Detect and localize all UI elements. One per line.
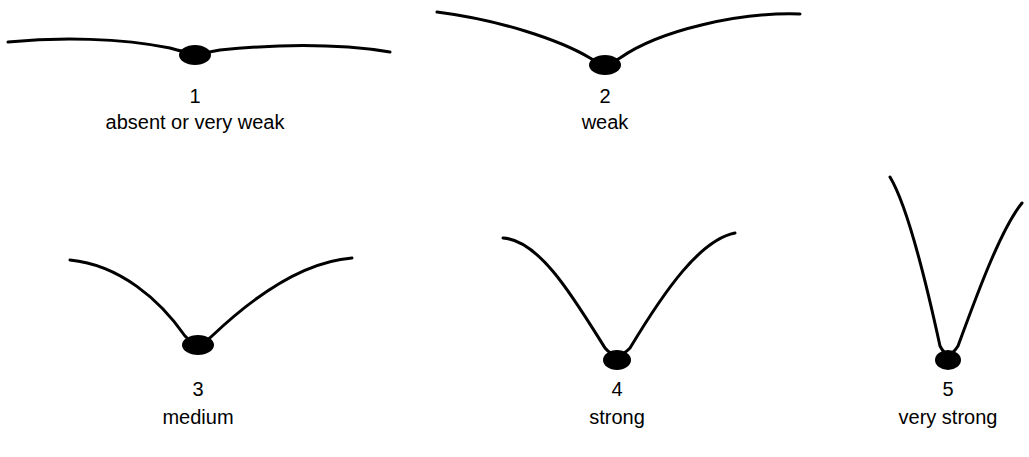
level-number: 3 bbox=[192, 377, 203, 401]
level-number: 4 bbox=[611, 377, 622, 401]
level-description: weak bbox=[582, 110, 629, 134]
curve-medium bbox=[70, 258, 352, 343]
curve-very-strong bbox=[890, 177, 1022, 354]
dot bbox=[179, 45, 211, 65]
level-number: 1 bbox=[189, 84, 200, 108]
level-description: medium bbox=[162, 405, 233, 429]
level-description: very strong bbox=[899, 405, 998, 429]
level-number: 5 bbox=[942, 377, 953, 401]
curve-weak bbox=[437, 12, 800, 63]
dot bbox=[935, 350, 961, 370]
level-number: 2 bbox=[599, 84, 610, 108]
curve-strong bbox=[503, 233, 735, 355]
level-description: absent or very weak bbox=[106, 110, 285, 134]
dot bbox=[182, 335, 214, 355]
dot bbox=[589, 55, 621, 75]
level-description: strong bbox=[589, 405, 645, 429]
dot bbox=[603, 350, 631, 370]
